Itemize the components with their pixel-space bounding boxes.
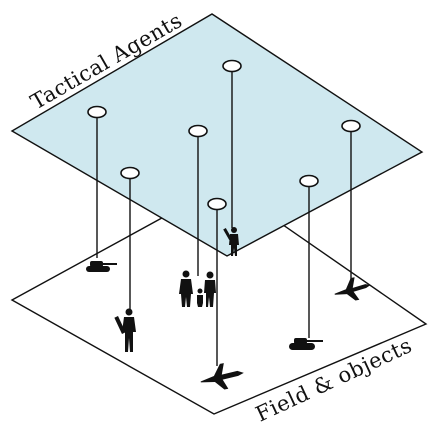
agent-node xyxy=(87,105,107,119)
fighter-jet-icon xyxy=(200,363,244,390)
soldier-icon xyxy=(114,308,136,352)
agent-node xyxy=(207,197,227,211)
fighter-jet-icon xyxy=(334,277,371,301)
agent-node xyxy=(188,124,208,138)
field-plane xyxy=(10,183,428,415)
soldier-icon xyxy=(223,227,239,256)
agent-node xyxy=(299,174,319,188)
agent-node xyxy=(341,119,361,133)
tank-icon xyxy=(86,261,117,272)
agent-node xyxy=(120,166,140,180)
tactical-agents-plane xyxy=(10,13,424,257)
connection-lines xyxy=(96,71,352,366)
tank-icon xyxy=(289,338,323,350)
agent-node xyxy=(222,59,242,73)
family-icon xyxy=(179,270,216,307)
